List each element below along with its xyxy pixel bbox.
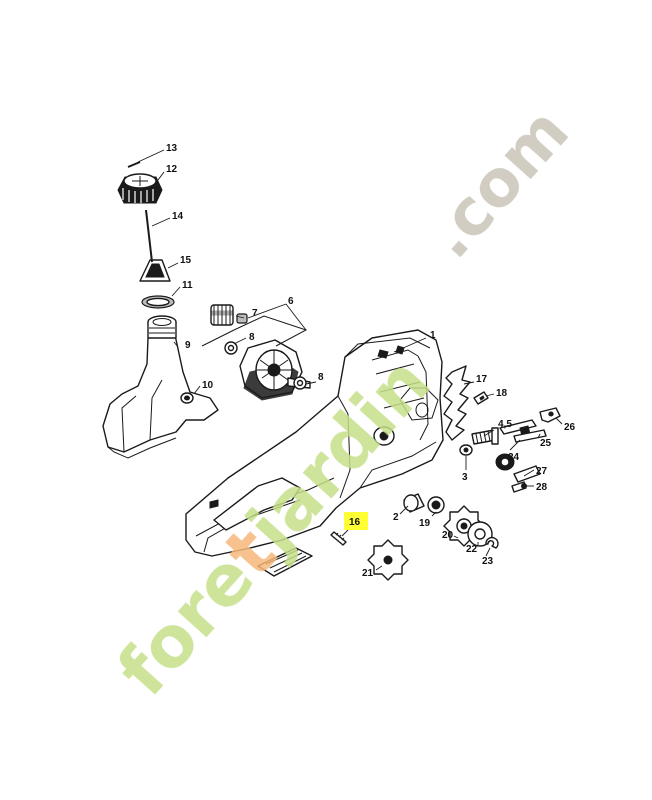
- callout-28: 28: [536, 482, 548, 493]
- needle-bearing-2: [403, 493, 425, 513]
- callout-9: 9: [185, 340, 191, 351]
- callout-6: 6: [288, 296, 294, 307]
- callout-20: 20: [442, 530, 454, 541]
- cap-strap-14: [145, 209, 153, 263]
- pin-25: [513, 429, 547, 443]
- callout-21: 21: [362, 568, 374, 579]
- callout-2: 2: [393, 512, 399, 523]
- callout-7: 7: [252, 308, 258, 319]
- callout-27: 27: [536, 466, 548, 477]
- clutch-drum-6: [239, 339, 303, 401]
- callout-23: 23: [482, 556, 494, 567]
- callout-4-5: 4,5: [498, 419, 512, 430]
- screw-18: [473, 391, 489, 405]
- washer-19: [427, 496, 445, 514]
- callout-25: 25: [540, 438, 552, 449]
- callout-11: 11: [182, 280, 193, 291]
- pin-13: [127, 161, 141, 168]
- pinion-7: [210, 304, 234, 326]
- callout-8-upper: 8: [249, 332, 255, 343]
- callout-18: 18: [496, 388, 508, 399]
- oil-tank-body: [102, 334, 219, 453]
- callout-12: 12: [166, 164, 178, 175]
- callout-1: 1: [430, 330, 436, 341]
- callout-14: 14: [172, 211, 184, 222]
- e-clip-23: [485, 536, 499, 549]
- leader-lines: [137, 149, 563, 571]
- oil-tank-assembly: [102, 161, 219, 459]
- callout-15: 15: [180, 255, 192, 266]
- callout-19: 19: [419, 518, 431, 529]
- washer-22: [467, 521, 493, 547]
- tensioner-slide-24: [499, 419, 537, 437]
- nut-3: [459, 444, 473, 456]
- screw-28: [511, 481, 527, 493]
- callout-16: 16: [349, 517, 361, 528]
- clutch-drum-assembly: [201, 304, 311, 401]
- callout-24: 24: [508, 452, 520, 463]
- bracket-26: [539, 407, 561, 423]
- callout-8-lower: 8: [318, 372, 324, 383]
- callout-17: 17: [476, 374, 488, 385]
- screw-16: [330, 531, 347, 546]
- callout-22: 22: [466, 544, 478, 555]
- highlight-box-16: [344, 512, 368, 530]
- callout-13: 13: [166, 143, 178, 154]
- callout-26: 26: [564, 422, 576, 433]
- spur-sprocket-21: [367, 539, 409, 581]
- watermark-tld: .com: [413, 95, 584, 273]
- callout-3: 3: [462, 472, 468, 483]
- tensioner-screw-45: [471, 427, 499, 445]
- sprocket-cover-1: [185, 329, 444, 577]
- chain-catcher-17: [443, 365, 471, 441]
- oil-filler-cap-12: [117, 173, 163, 204]
- callout-10: 10: [202, 380, 214, 391]
- callout-labels: 1 2 3 4,5 6 7 8 8 9 10 11 12 13 14 15 16…: [166, 143, 576, 579]
- cover-handle-cutout: [213, 477, 301, 531]
